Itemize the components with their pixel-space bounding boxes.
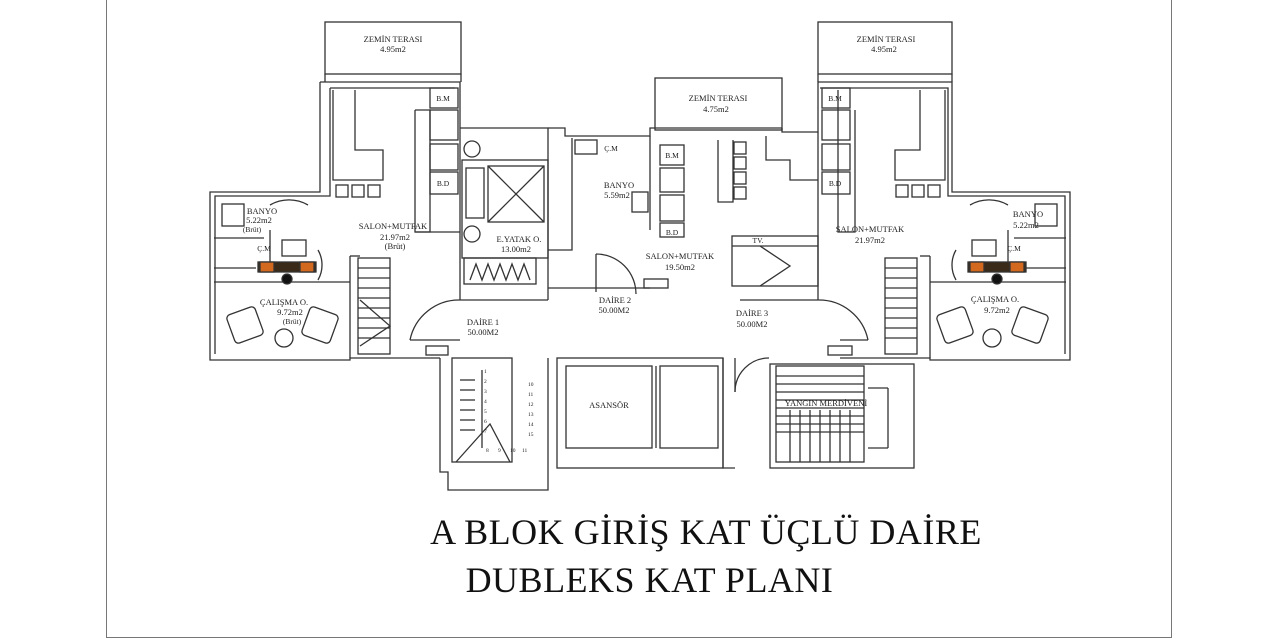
bd-label-daire-2: B.D [666,228,679,237]
stair-step-left-0: 1 [484,369,487,375]
salon-note-daire-1: (Brüt) [385,241,406,251]
salon-label-daire-1: SALON+MUTFAK [359,221,428,231]
stair-step-bottom-0: 8 [486,448,489,454]
armchairs-daire-1 [226,306,339,348]
terrace-label-daire-2: ZEMİN TERASI [689,93,748,103]
banyo-label-daire-1: BANYO [247,206,277,216]
stair-step-right-5: 15 [528,432,534,438]
desk-daire-3 [967,261,1027,285]
daire-3-name: DAİRE 3 [736,308,768,318]
terrace-daire-3 [817,21,953,82]
yatak-label-daire-2: E.YATAK O. [497,234,542,244]
bd-label-daire-1: B.D [437,179,450,188]
stair-step-right-4: 14 [528,422,534,428]
stair-step-right-0: 10 [528,382,534,388]
armchairs-daire-3 [936,306,1049,348]
yatak-area-daire-2: 13.00m2 [501,244,531,254]
stair-step-left-6: 7 [484,429,487,435]
stair-step-left-5: 6 [484,419,487,425]
bm-label-daire-3: B.M [828,94,842,103]
bd-label-daire-3: B.D [829,179,842,188]
corridor [409,299,869,356]
stair-step-bottom-2: 10 [510,448,516,454]
calisma-area-daire-1: 9.72m2 [277,307,303,317]
salon-area-daire-1: 21.97m2 [380,232,410,242]
title-line-1: A BLOK GİRİŞ KAT ÜÇLÜ DAİRE [430,512,982,552]
salon-area-daire-2: 19.50m2 [665,262,695,272]
desk-daire-1 [257,261,317,285]
daire-2-area: 50.00M2 [599,305,630,315]
terrace-area-daire-1: 4.95m2 [380,44,406,54]
stair-step-left-2: 3 [484,389,487,395]
banyo-label-daire-3: BANYO [1013,209,1043,219]
daire-3-area: 50.00M2 [737,319,768,329]
terrace-area-daire-2: 4.75m2 [703,104,729,114]
walls-daire-2 [460,81,1071,361]
stair-step-left-3: 4 [484,399,487,405]
stair-step-left-1: 2 [484,379,487,385]
plan-title: A BLOK GİRİŞ KAT ÜÇLÜ DAİRE DUBLEKS KAT … [0,508,1280,604]
yangin-merdiveni-label: YANGIN MERDİVENİ [785,398,868,408]
terrace-daire-2 [654,77,783,131]
banyo-area-daire-1: 5.22m2 [246,215,272,225]
salon-label-daire-3: SALON+MUTFAK [836,224,905,234]
stair-step-right-2: 12 [528,402,534,408]
stair-step-bottom-3: 11 [522,448,528,454]
stair-step-right-3: 13 [528,412,534,418]
terrace-label-daire-1: ZEMİN TERASI [364,34,423,44]
salon-label-daire-2: SALON+MUTFAK [646,251,715,261]
cm-label-daire-1: Ç.M [257,244,271,253]
daire-2-name: DAİRE 2 [599,295,631,305]
title-line-2: DUBLEKS KAT PLANI [465,560,834,600]
bm-label-daire-2: B.M [665,151,679,160]
terrace-area-daire-3: 4.95m2 [871,44,897,54]
salon-area-daire-3: 21.97m2 [855,235,885,245]
banyo-area-daire-2: 5.59m2 [604,190,630,200]
calisma-note-daire-1: (Brüt) [283,317,302,326]
daire-1-name: DAİRE 1 [467,317,499,327]
core [439,357,915,491]
calisma-label-daire-3: ÇALIŞMA O. [971,294,1019,304]
tv-label-daire-2: TV. [753,236,764,245]
bm-label-daire-1: B.M [436,94,450,103]
walls-daire-1 [209,81,461,361]
cm-label-daire-3: Ç.M [1007,244,1021,253]
stair-step-right-1: 11 [528,392,534,398]
drawing-frame [106,0,1172,638]
terrace-label-daire-3: ZEMİN TERASI [857,34,916,44]
cm-label-daire-2: Ç.M [604,144,618,153]
stair-step-left-4: 5 [484,409,487,415]
calisma-area-daire-3: 9.72m2 [984,305,1010,315]
asansor-label: ASANSÖR [589,400,629,410]
stair-step-bottom-1: 9 [498,448,501,454]
stair-daire-1 [357,257,392,355]
banyo-label-daire-2: BANYO [604,180,634,190]
banyo-area-daire-3: 5.22m2 [1013,220,1039,230]
banyo-note-daire-1: (Brüt) [243,225,262,234]
kitchen-daire-1 [332,87,461,300]
daire-1-area: 50.00M2 [468,327,499,337]
stair-daire-3 [884,257,918,355]
terrace-daire-1 [324,21,462,82]
calisma-label-daire-1: ÇALIŞMA O. [260,297,308,307]
